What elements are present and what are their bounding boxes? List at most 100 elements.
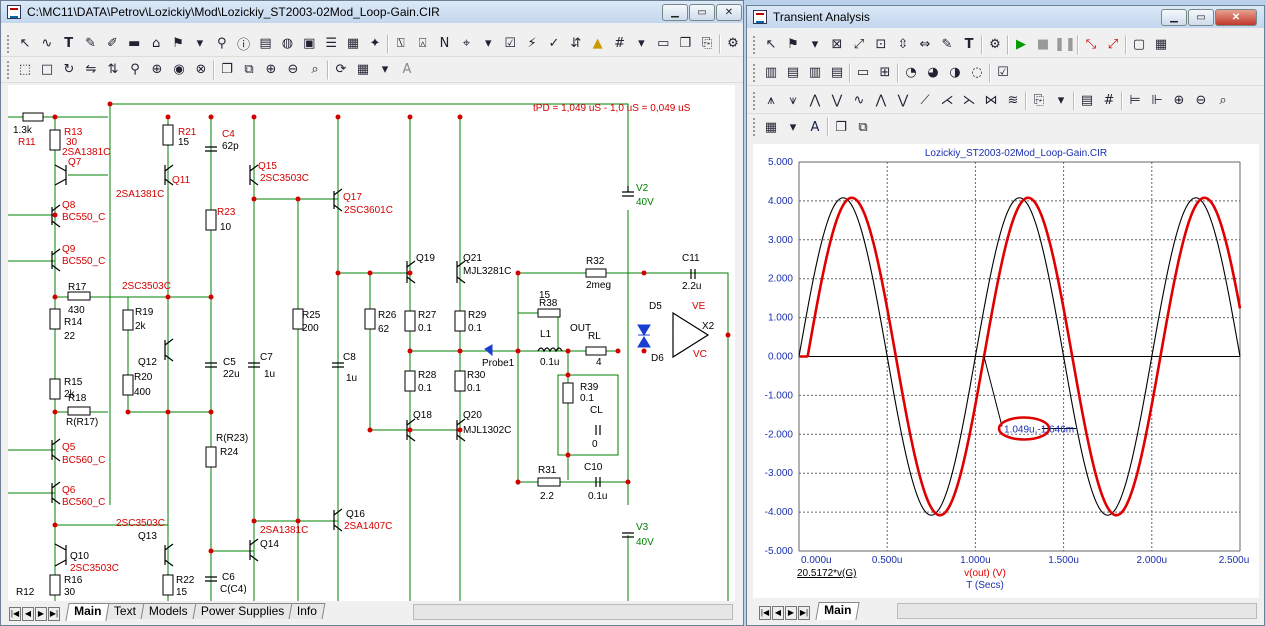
valley-icon[interactable]: ⩛ [789,93,797,108]
voltage-icon[interactable]: ⚡ [527,36,537,51]
schematic-label[interactable]: 4 [596,357,602,368]
copy2-icon[interactable]: ❐ [221,62,233,77]
a-tb3-11-icon[interactable]: ⋈ [984,93,998,108]
peak-icon[interactable]: ⩚ [767,93,775,108]
schematic-label[interactable]: R27 [418,310,437,321]
check-node-icon[interactable]: ☑ [504,36,516,51]
a-last-page-button[interactable]: ▶| [798,606,810,620]
main-tab-models[interactable]: Models [140,603,197,619]
binoculars-icon[interactable]: ⊕ [151,62,163,77]
bus-icon[interactable]: ▬ [128,36,141,51]
attribute-icon[interactable]: ⌖ [462,36,471,51]
flip-x-icon[interactable]: ⇋ [85,62,97,77]
schematic-label[interactable]: OUT [570,323,591,334]
schematic-label[interactable]: Q20 [463,410,482,421]
schematic-label[interactable]: Q21 [463,253,482,264]
schematic-label[interactable]: C5 [223,357,236,368]
page-icon[interactable]: ▤ [259,36,272,51]
a-cursor-both-icon[interactable]: ◑ [949,65,961,80]
schematic-label[interactable]: 2k [135,321,147,332]
a-zoom-box-icon[interactable]: ⊡ [875,37,887,52]
schematic-label[interactable]: 40V [636,197,654,208]
pause-icon[interactable]: ❚❚ [1054,37,1076,52]
schematic-label[interactable]: 0.1 [580,393,594,404]
schematic-label[interactable]: R16 [64,575,83,586]
schematic-label[interactable]: C6 [222,572,235,583]
a-tb2-5-icon[interactable]: ▭ [856,65,870,80]
a-scale-x-icon[interactable]: ⇔ [919,37,931,52]
flip-y-icon[interactable]: ⇅ [107,62,119,77]
analysis-hscrollbar[interactable] [897,603,1257,619]
main-tab-power-supplies[interactable]: Power Supplies [192,603,293,619]
select-tool-icon[interactable]: ↖ [19,36,31,51]
schematic-label[interactable]: R19 [135,307,154,318]
a-prev-page-button[interactable]: ◀ [772,606,784,620]
a-copy-icon[interactable]: ❐ [835,119,847,135]
node-number-icon[interactable]: N [439,36,450,51]
a-tb2-6-icon[interactable]: ⊞ [879,65,891,80]
schematic-label[interactable]: R(R17) [66,417,98,428]
schematic-label[interactable]: Q15 [258,161,277,172]
schematic-label[interactable]: Q10 [70,551,89,562]
schematic-label[interactable]: Q12 [138,357,157,368]
schematic-label[interactable]: R28 [418,370,437,381]
a-fit-v-icon[interactable]: ⊩ [1151,93,1163,108]
table-icon[interactable]: ▦ [346,36,360,51]
next-page-button[interactable]: ▶ [35,607,47,621]
schematic-label[interactable]: Q14 [260,539,279,550]
a-tile-icon[interactable]: ▦ [764,119,778,135]
dropdown2-icon[interactable]: ▾ [485,36,492,51]
schematic-label[interactable]: R24 [220,447,239,458]
schematic-label[interactable]: Q5 [62,442,76,453]
schematic-label[interactable]: MJL3281C [463,266,511,277]
rotate-icon[interactable]: ↻ [63,62,75,77]
schematic-label[interactable]: C11 [682,253,700,264]
schematic-label[interactable]: 2SC3503C [122,281,171,292]
schematic-label[interactable]: 2SC3601C [344,205,393,216]
text-tool-icon[interactable]: T [64,36,74,51]
analysis-minimize-button[interactable]: ▁ [1161,9,1187,26]
schematic-label[interactable]: Q9 [62,244,76,255]
schematic-label[interactable]: 0.1 [418,383,432,394]
stop-icon[interactable]: ◉ [173,62,185,77]
schematic-label[interactable]: 2meg [586,280,611,291]
maximize-button[interactable]: ▭ [689,4,715,21]
run-icon[interactable]: ▶ [1016,37,1026,52]
a-tb2-1-icon[interactable]: ▥ [764,65,778,80]
pin-name-icon[interactable]: ⍂ [396,36,405,51]
schematic-label[interactable]: 2.2u [682,281,701,292]
schematic-label[interactable]: R15 [64,377,83,388]
a-clipboard-icon[interactable]: ⎘ [1033,93,1045,108]
a-component-icon[interactable]: ⚑ [787,37,799,52]
copy-icon[interactable]: ❐ [679,36,691,51]
schematic-label[interactable]: 2SA1407C [344,521,392,532]
schematic-label[interactable]: VE [692,301,706,312]
schematic-label[interactable]: 0.1 [418,323,432,334]
schematic-label[interactable]: 0.1 [468,323,482,334]
schematic-label[interactable]: 2k [64,389,76,400]
schematic-label[interactable]: 40V [636,537,654,548]
power-icon[interactable]: ⇵ [570,36,582,51]
region-select-icon[interactable]: ⬚ [18,62,32,77]
schematic-label[interactable]: 0.1u [540,357,559,368]
schematic-label[interactable]: C7 [260,352,273,363]
a-maximize-icon[interactable]: ⤢ [853,37,865,52]
a-font-icon[interactable]: A [810,119,820,135]
vg-curve[interactable] [798,197,1241,516]
high-icon[interactable]: ⋀ [809,93,821,108]
analysis-tab-main[interactable]: Main [815,602,860,620]
dropdown3-icon[interactable]: ▾ [638,36,645,51]
tile-icon[interactable]: ▦ [356,62,370,77]
current-icon[interactable]: ✓ [548,36,560,51]
schematic-label[interactable]: 0 [592,439,598,450]
schematic-label[interactable]: 22u [223,369,240,380]
a-properties-icon[interactable]: ⚙ [989,37,1001,52]
schematic-label[interactable]: Q11 [172,175,191,186]
schematic-label[interactable]: BC550_C [62,256,105,267]
schematic-label[interactable]: 2SA1381C [260,525,308,536]
schematic-label[interactable]: C4 [222,129,235,140]
schematic-label[interactable]: R14 [64,317,83,328]
stop-run-icon[interactable]: ■ [1036,37,1050,52]
schematic-label[interactable]: R22 [176,575,195,586]
schematic-label[interactable]: V2 [636,183,649,194]
